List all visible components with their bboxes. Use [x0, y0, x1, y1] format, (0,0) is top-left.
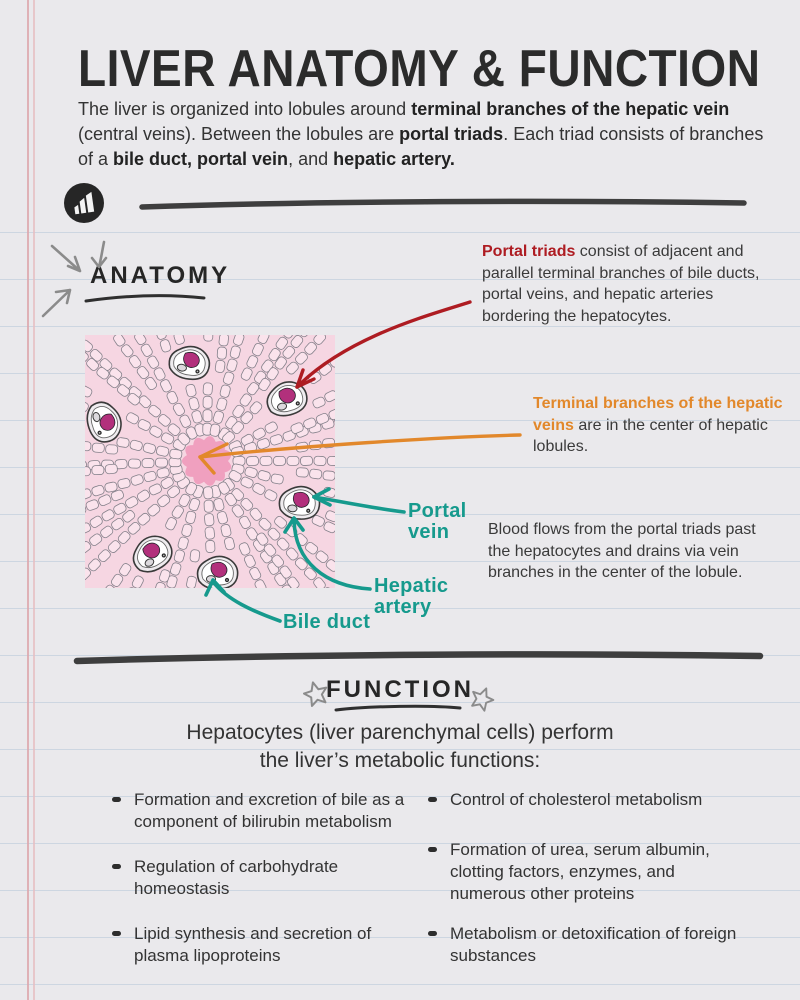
list-item: Metabolism or detoxification of foreign … [428, 923, 750, 967]
list-item: Regulation of carbohydrate homeostasis [112, 856, 422, 900]
function-bullet-list-right: Control of cholesterol metabolism Format… [428, 789, 750, 967]
portal-vein-label: Portal vein [408, 501, 466, 543]
list-item-text: Regulation of carbohydrate homeostasis [134, 857, 339, 898]
annotation-text: are in the center of hepatic lobules. [533, 416, 768, 456]
intro-bold-term: portal triads [399, 124, 504, 144]
list-item: Control of cholesterol metabolism [428, 789, 750, 811]
bullet-dot [112, 931, 121, 936]
list-item: Lipid synthesis and secretion of plasma … [112, 923, 422, 967]
list-item-text: Formation of urea, serum albumin, clotti… [450, 840, 710, 903]
intro-text: (central veins). Between the lobules are [78, 124, 400, 144]
annotation-text: consist of adjacent and parallel termina… [482, 243, 760, 325]
list-item-text: Control of cholesterol metabolism [450, 790, 703, 809]
bullet-dot [428, 931, 437, 936]
intro-text: , and [288, 149, 334, 169]
bullet-dot [112, 864, 121, 869]
bile-duct-label: Bile duct [283, 611, 371, 633]
label-text: vein [408, 521, 450, 543]
intro-bold-term: hepatic artery. [333, 149, 455, 169]
label-text: Portal [408, 500, 467, 522]
anatomy-section-heading: ANATOMY [90, 262, 231, 289]
page-title: LIVER ANATOMY & FUNCTION [78, 39, 761, 98]
margin-line [33, 0, 35, 1000]
margin-line [27, 0, 29, 1000]
bullet-dot [428, 797, 437, 802]
label-text: artery [374, 596, 432, 618]
portal-triads-term: Portal triads [482, 243, 576, 260]
label-text: Hepatic [374, 575, 449, 597]
list-item: Formation and excretion of bile as a com… [112, 789, 422, 833]
top-divider-line [139, 198, 747, 210]
intro-bold-term: bile duct, portal vein [113, 149, 289, 169]
hepatic-veins-term: Terminal branches of the hepatic veins [533, 395, 783, 434]
list-item-text: Formation and excretion of bile as a com… [134, 790, 405, 831]
bottom-divider-line [73, 651, 764, 665]
bullet-dot [112, 797, 121, 802]
list-item-text: Metabolism or detoxification of foreign … [450, 924, 737, 965]
function-subheading: the liver’s metabolic functions: [259, 749, 541, 772]
blood-flow-annotation: Blood flows from the portal triads past … [488, 521, 756, 581]
brand-logo-icon [63, 182, 105, 224]
list-item: Formation of urea, serum albumin, clotti… [428, 839, 750, 905]
function-section-heading: FUNCTION [326, 676, 474, 703]
intro-text: The liver is organized into lobules arou… [78, 99, 412, 119]
hepatic-veins-annotation: Terminal branches of the hepatic veins a… [533, 393, 785, 458]
portal-triads-annotation: Portal triads consist of adjacent and pa… [482, 241, 762, 327]
hepatic-artery-label: Hepatic artery [374, 576, 448, 618]
intro-paragraph: The liver is organized into lobules arou… [78, 97, 768, 172]
list-item-text: Lipid synthesis and secretion of plasma … [134, 924, 372, 965]
function-bullet-list-left: Formation and excretion of bile as a com… [112, 789, 422, 990]
bullet-dot [428, 847, 437, 852]
anatomy-underline [84, 294, 206, 303]
function-subheading: Hepatocytes (liver parenchymal cells) pe… [186, 721, 614, 744]
intro-text: . Each triad consists of branches of a [78, 124, 764, 169]
liver-lobule-illustration [85, 335, 335, 588]
intro-bold-term: terminal branches of the hepatic vein [411, 99, 730, 119]
function-underline [334, 704, 462, 712]
